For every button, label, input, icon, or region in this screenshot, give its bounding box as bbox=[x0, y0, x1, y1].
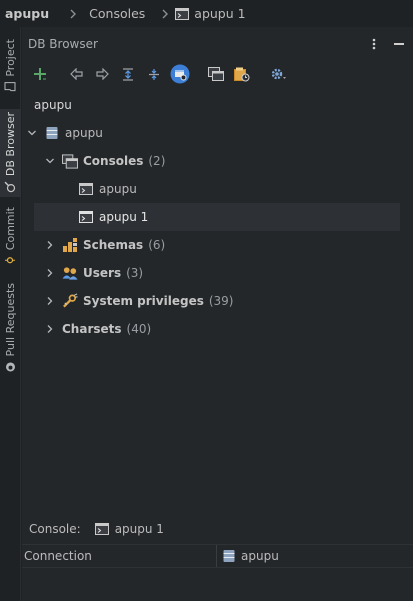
tab-label: Pull Requests bbox=[4, 283, 17, 357]
chevron-right-icon[interactable] bbox=[44, 239, 56, 251]
filter-button[interactable] bbox=[168, 63, 192, 85]
breadcrumb-label: Consoles bbox=[89, 6, 146, 21]
tree-node-count: (40) bbox=[126, 322, 152, 336]
console-open-icon bbox=[208, 67, 224, 81]
tab-project[interactable]: Project bbox=[0, 35, 21, 97]
arrow-left-icon bbox=[69, 68, 83, 80]
tree-node-system-privileges[interactable]: System privileges (39) bbox=[44, 287, 404, 315]
console-icon bbox=[78, 209, 94, 225]
collapse-all-button[interactable] bbox=[142, 63, 166, 85]
property-key: Connection bbox=[22, 545, 217, 567]
tree-node-label: System privileges bbox=[83, 294, 204, 308]
gear-icon bbox=[270, 67, 286, 81]
chevron-right-icon[interactable] bbox=[44, 295, 56, 307]
chevron-right-icon bbox=[161, 9, 169, 19]
schemas-icon bbox=[62, 237, 78, 253]
collapse-all-icon bbox=[148, 68, 160, 81]
tree-node-label: Schemas bbox=[83, 238, 144, 252]
tree-node-count: (39) bbox=[208, 294, 234, 308]
panel-title: DB Browser bbox=[28, 37, 98, 51]
chevron-right-icon bbox=[69, 9, 77, 19]
console-icon bbox=[175, 7, 190, 20]
privileges-icon bbox=[62, 293, 78, 309]
db-browser-panel: DB Browser bbox=[22, 27, 413, 601]
tab-label: DB Browser bbox=[4, 112, 17, 177]
console-icon bbox=[78, 181, 94, 197]
filter-active-icon bbox=[170, 64, 190, 84]
tab-commit[interactable]: Commit bbox=[0, 205, 21, 267]
console-value: apupu 1 bbox=[114, 522, 164, 536]
database-icon bbox=[44, 125, 60, 141]
open-console-button[interactable] bbox=[204, 63, 228, 85]
chevron-down-icon[interactable] bbox=[44, 155, 56, 167]
tree-node-charsets[interactable]: Charsets (40) bbox=[44, 315, 404, 343]
settings-button[interactable] bbox=[266, 63, 290, 85]
tool-window-strip: Project DB Browser Commit Pull Requests bbox=[0, 27, 21, 601]
database-icon bbox=[223, 549, 235, 563]
tree-node-count: (2) bbox=[148, 154, 166, 168]
tree-node-connection[interactable]: apupu bbox=[26, 119, 406, 147]
expand-all-icon bbox=[122, 67, 134, 81]
forward-button[interactable] bbox=[90, 63, 114, 85]
toolbar bbox=[22, 61, 413, 87]
panel-header: DB Browser bbox=[22, 27, 413, 61]
breadcrumb-label: apupu bbox=[5, 6, 50, 21]
tree-node-label: apupu bbox=[65, 126, 103, 140]
chevron-down-icon[interactable] bbox=[26, 127, 38, 139]
tree-node-users[interactable]: Users (3) bbox=[44, 259, 404, 287]
console-details: Console: apupu 1 bbox=[22, 514, 413, 544]
breadcrumb-item-console[interactable]: apupu 1 bbox=[175, 6, 246, 21]
tree-node-label: Charsets bbox=[62, 322, 122, 336]
tree-node-count: (6) bbox=[148, 238, 166, 252]
tree-node-label: Users bbox=[83, 266, 122, 280]
back-button[interactable] bbox=[64, 63, 88, 85]
folder-icon bbox=[5, 82, 17, 93]
db-browser-icon bbox=[5, 182, 17, 194]
session-browser-button[interactable] bbox=[230, 63, 254, 85]
property-value: apupu bbox=[241, 549, 279, 563]
chevron-right-icon[interactable] bbox=[44, 267, 56, 279]
arrow-right-icon bbox=[95, 68, 109, 80]
add-icon bbox=[33, 67, 47, 81]
console-icon bbox=[94, 523, 109, 535]
tree-node-consoles[interactable]: Consoles (2) bbox=[44, 147, 404, 175]
minimize-icon[interactable] bbox=[391, 36, 407, 52]
properties-panel: Console: apupu 1 Connection apupu bbox=[22, 514, 413, 568]
chevron-right-icon[interactable] bbox=[44, 323, 56, 335]
session-icon bbox=[234, 67, 250, 82]
tree-node-console[interactable]: apupu bbox=[78, 175, 398, 203]
breadcrumb-item-project[interactable]: apupu bbox=[5, 6, 49, 21]
tree-node-label: Consoles bbox=[83, 154, 144, 168]
connection-selector-label[interactable]: apupu bbox=[34, 98, 72, 112]
property-row-connection[interactable]: Connection apupu bbox=[22, 544, 413, 568]
more-options-icon[interactable] bbox=[366, 36, 382, 52]
tree-node-console-selected[interactable]: apupu 1 bbox=[34, 203, 400, 231]
tree-node-label: apupu bbox=[99, 182, 137, 196]
console-label: Console: bbox=[29, 522, 81, 536]
github-icon bbox=[5, 362, 16, 373]
tab-pull-requests[interactable]: Pull Requests bbox=[0, 281, 21, 375]
consoles-folder-icon bbox=[62, 153, 78, 169]
tab-label: Commit bbox=[4, 206, 17, 251]
tree-node-label: apupu 1 bbox=[99, 210, 149, 224]
tree-node-count: (3) bbox=[126, 266, 144, 280]
tab-label: Project bbox=[4, 39, 17, 77]
tree-node-schemas[interactable]: Schemas (6) bbox=[44, 231, 404, 259]
breadcrumb-label: apupu 1 bbox=[194, 6, 246, 21]
tab-db-browser[interactable]: DB Browser bbox=[0, 109, 21, 197]
users-icon bbox=[62, 265, 78, 281]
commit-icon bbox=[5, 255, 16, 265]
expand-all-button[interactable] bbox=[116, 63, 140, 85]
breadcrumb-item-consoles[interactable]: Consoles bbox=[89, 6, 145, 21]
add-connection-button[interactable] bbox=[28, 63, 52, 85]
breadcrumb: apupu Consoles apupu 1 bbox=[0, 0, 413, 27]
